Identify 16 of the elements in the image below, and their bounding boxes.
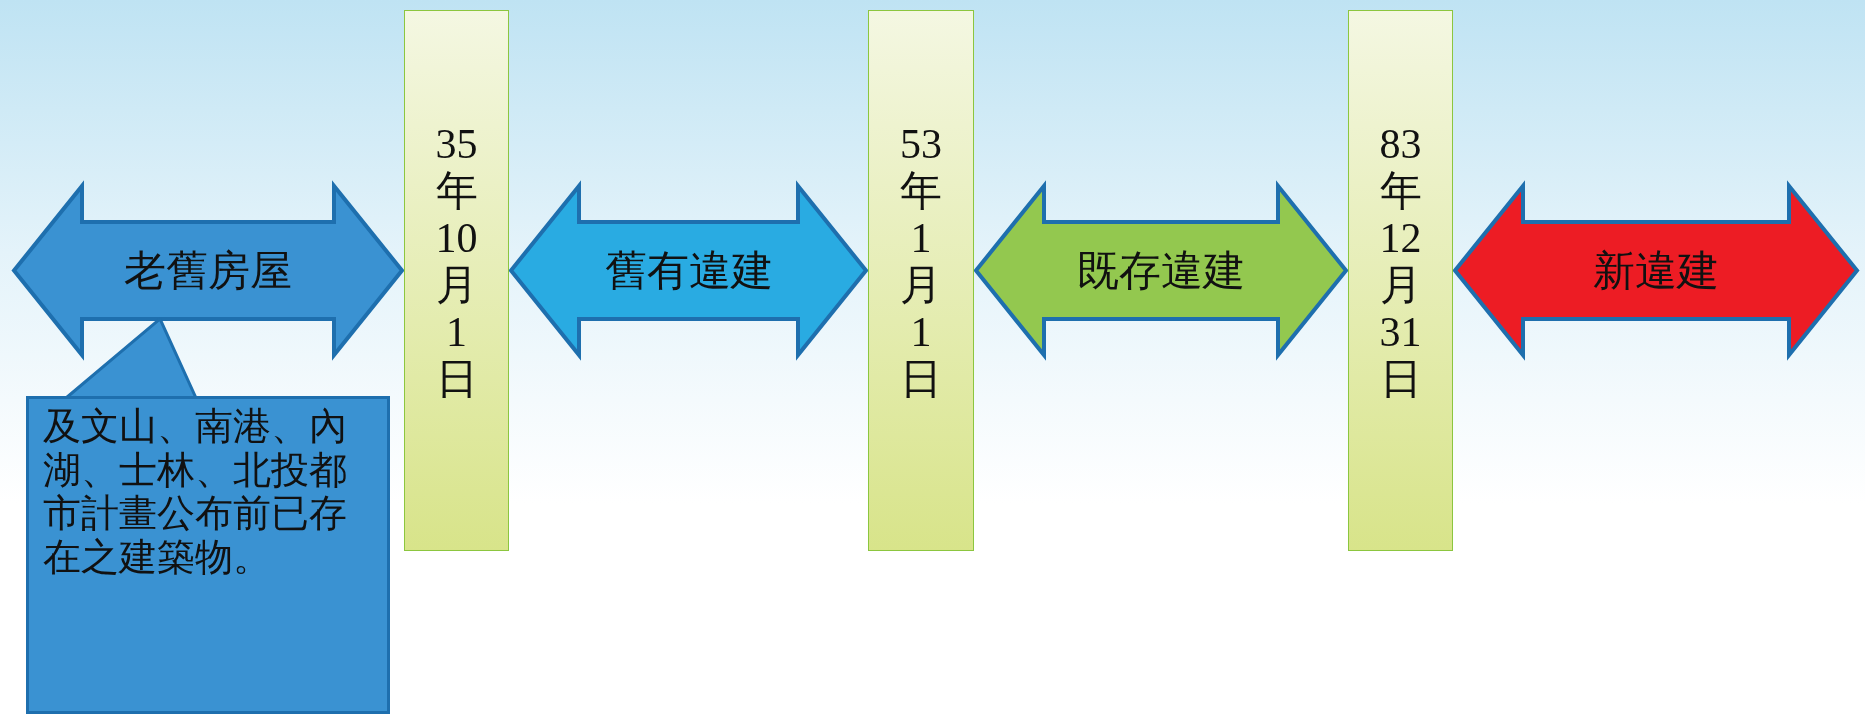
- edge-label: 舊有違建: [604, 246, 773, 296]
- date-label: 53年1月1日: [899, 121, 943, 404]
- edge-label: 老舊房屋: [124, 246, 292, 296]
- date-bar: [868, 10, 974, 551]
- double-arrow: [1452, 180, 1860, 361]
- double-arrow: [508, 180, 869, 361]
- date-label: 35年10月1日: [434, 121, 479, 404]
- edge-label: 新違建: [1593, 246, 1719, 296]
- date-label: 83年12月31日: [1378, 121, 1423, 404]
- date-bar: [404, 10, 509, 551]
- double-arrow: [11, 180, 405, 361]
- edge-label: 既存違建: [1077, 246, 1245, 296]
- callout-box: [26, 396, 390, 714]
- callout-text: 及文山、南港、內湖、士林、北投都市計畫公布前已存在之建築物。: [42, 404, 348, 581]
- date-bar: [1348, 10, 1453, 551]
- double-arrow: [973, 180, 1349, 361]
